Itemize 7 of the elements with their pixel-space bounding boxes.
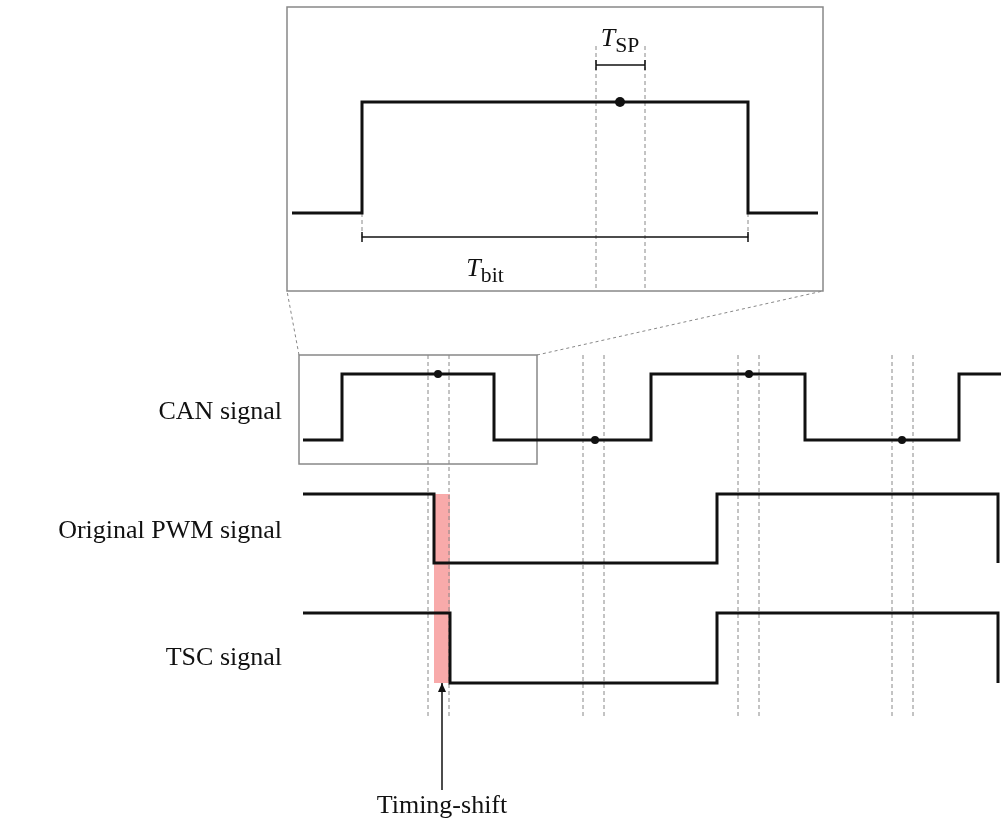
dimension-label: T$_{bit}$	[466, 255, 504, 287]
leader-arrow	[438, 682, 446, 791]
signal-label: Original PWM signal	[58, 517, 282, 543]
signal-label: TSC signal	[165, 644, 282, 670]
callout-text: Timing-shift	[376, 792, 508, 818]
signal-label: CAN signal	[158, 398, 282, 424]
dimension-label: T$_{SP}$	[600, 25, 640, 57]
